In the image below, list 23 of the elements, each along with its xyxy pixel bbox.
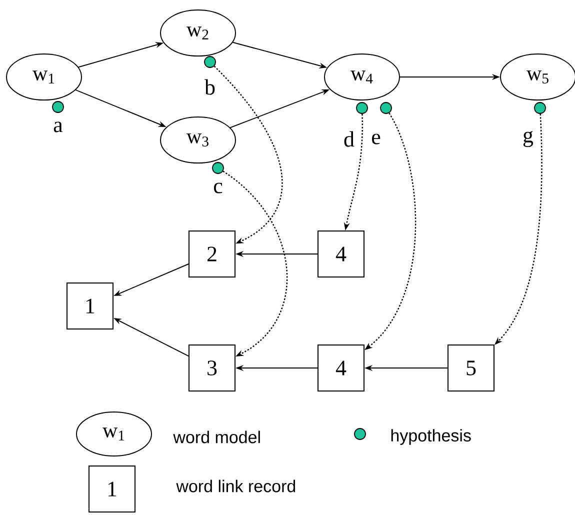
hypothesis-letter: a	[54, 122, 63, 132]
legend-box: 1	[88, 466, 136, 512]
hypothesis-dot	[356, 102, 368, 114]
link-record-box: 4	[318, 230, 364, 278]
hypothesis-dot	[380, 102, 392, 114]
legend-text: word link record	[176, 480, 296, 492]
hypothesis-dot	[52, 101, 64, 113]
link-record-box: 2	[188, 230, 236, 278]
link-record-box: 3	[188, 344, 236, 392]
legend-text: word model	[173, 430, 260, 444]
link-record-box: 1	[66, 282, 114, 330]
hypothesis-letter: b	[204, 79, 215, 95]
dotted-arrow	[222, 170, 288, 356]
hypothesis-dot	[212, 162, 224, 174]
link-record-box: 5	[448, 344, 494, 392]
hypothesis-dot	[204, 56, 216, 68]
hypothesis-letter: d	[344, 131, 354, 147]
link-record-box: 4	[318, 344, 364, 392]
hypothesis-dot	[534, 102, 546, 114]
hypothesis-letter: g	[523, 130, 534, 148]
legend-text: hypothesis	[391, 429, 471, 445]
hypothesis-letter: e	[372, 134, 380, 144]
hypothesis-letter: c	[214, 182, 222, 194]
